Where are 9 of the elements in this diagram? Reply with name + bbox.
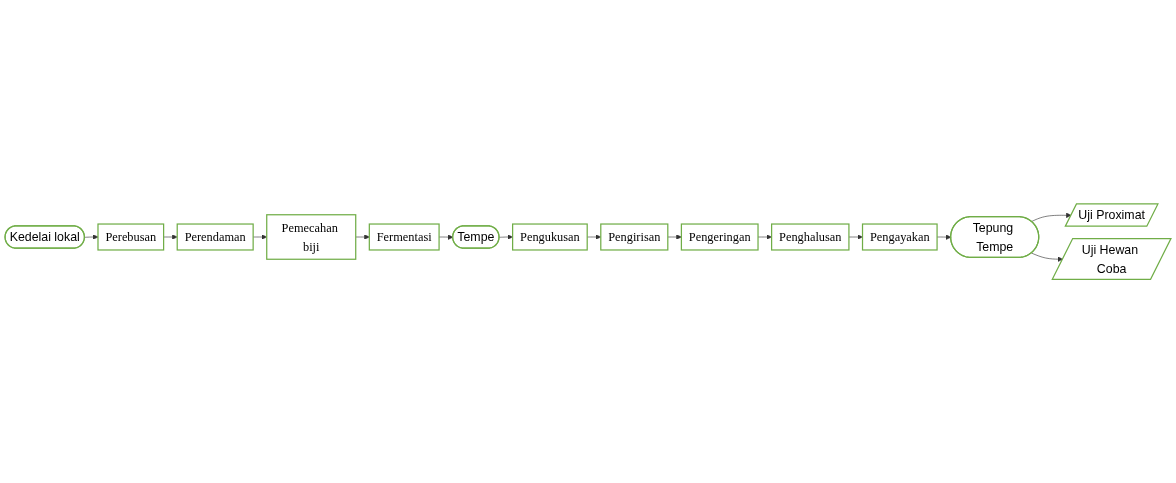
node-box: Fermentasi — [368, 223, 440, 251]
node-box: Pengeringan — [680, 223, 759, 251]
node-box: Pengukusan — [512, 223, 588, 251]
node-box: Penghalusan — [771, 223, 850, 251]
node-box: Pengayakan — [861, 223, 938, 251]
node-box: Perendaman — [176, 223, 254, 251]
node-box: Perebusan — [97, 223, 165, 251]
node-box: Pemecahan biji — [266, 214, 357, 260]
node-box: Pengirisan — [600, 223, 669, 251]
